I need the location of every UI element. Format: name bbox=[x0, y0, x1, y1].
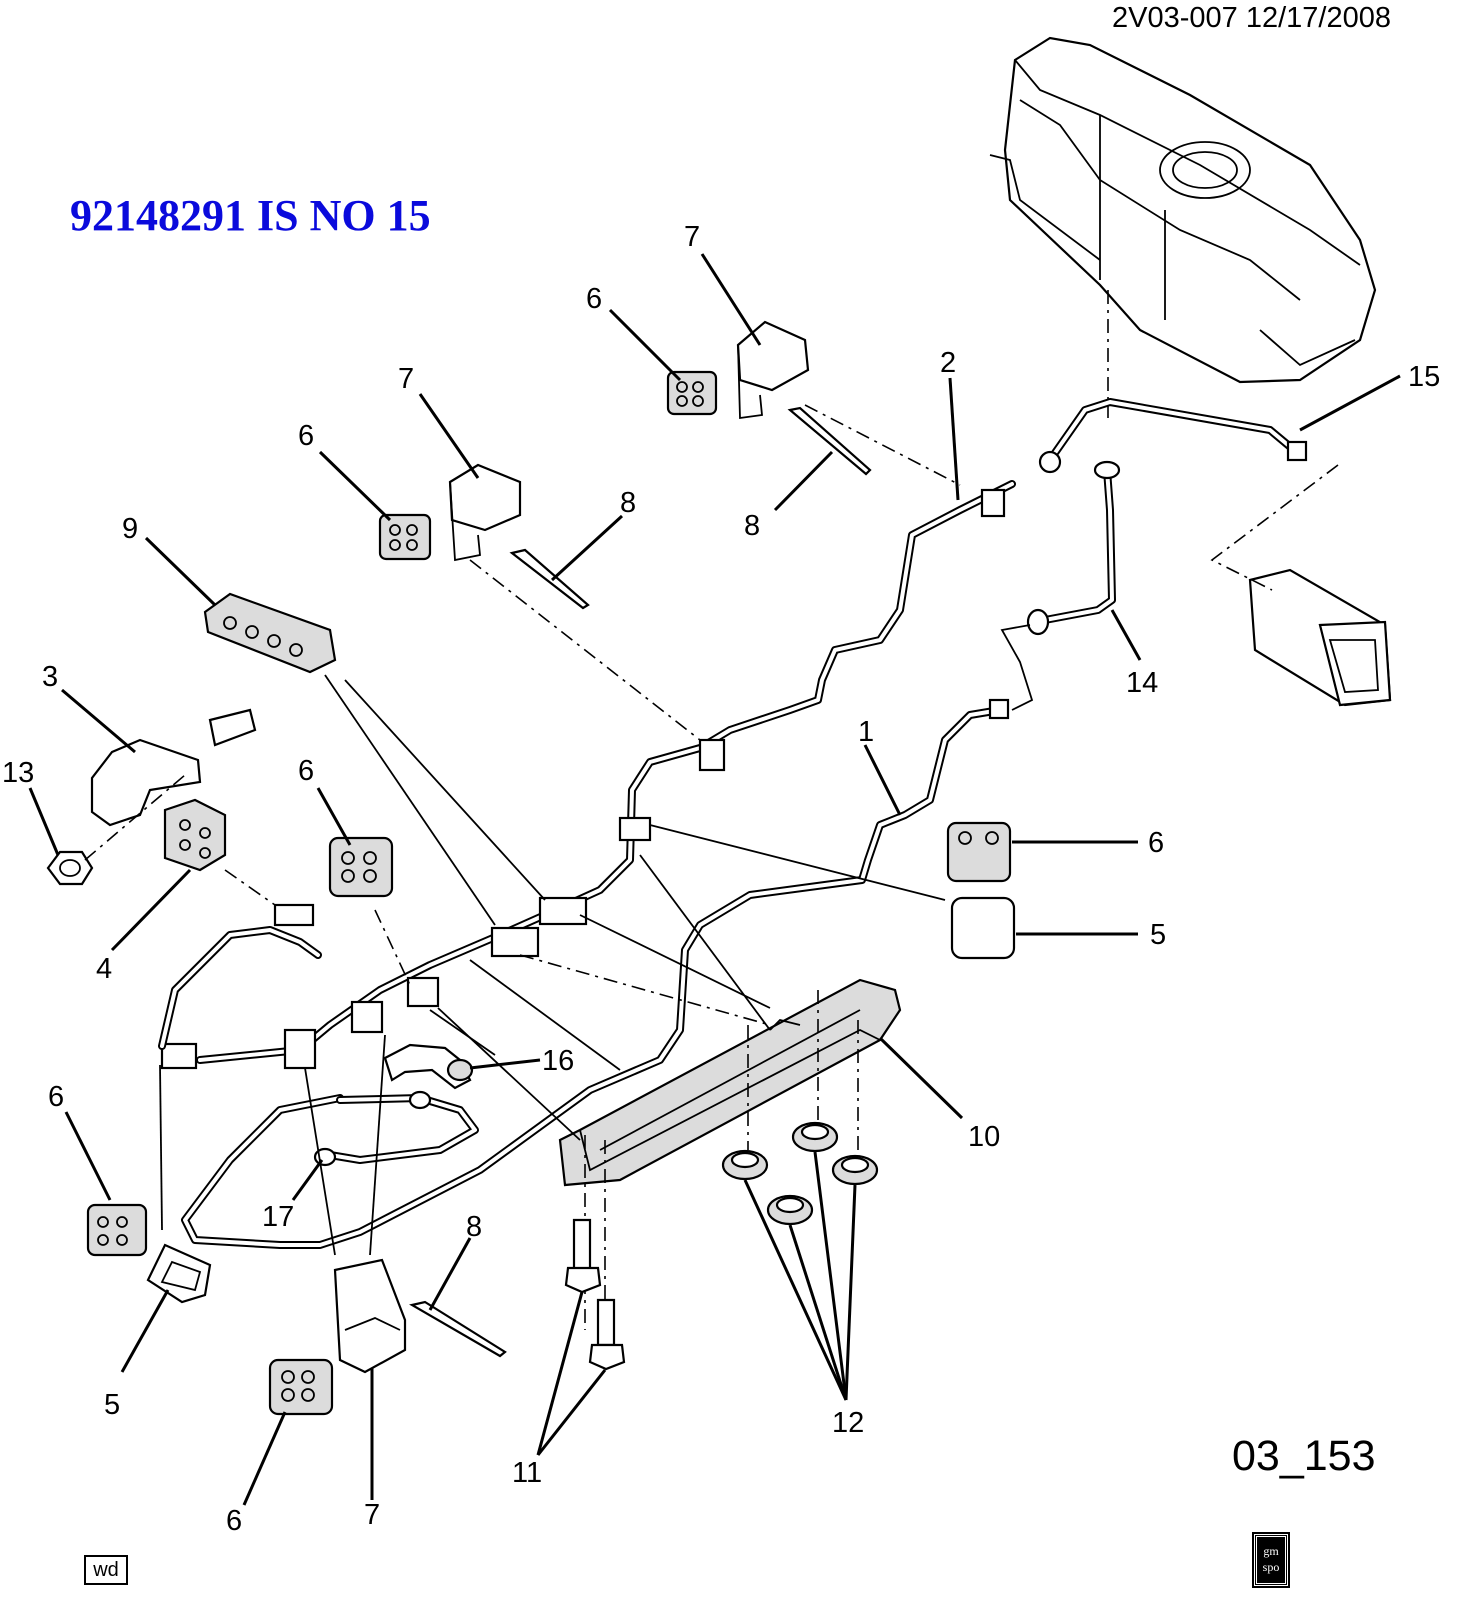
callout-17: 17 bbox=[262, 1201, 294, 1233]
callout-6-bottom: 6 bbox=[226, 1505, 242, 1537]
callout-2: 2 bbox=[940, 347, 956, 379]
callout-14: 14 bbox=[1126, 667, 1158, 699]
callout-7-top: 7 bbox=[684, 221, 700, 253]
document-id: 2V03-007 12/17/2008 bbox=[1112, 2, 1391, 34]
leader-lines bbox=[28, 253, 1401, 1506]
fuel-line-1-drawing bbox=[181, 624, 1034, 1249]
callout-8-upper: 8 bbox=[620, 487, 636, 519]
callout-6-middle: 6 bbox=[298, 755, 314, 787]
hose-17-drawing bbox=[313, 1090, 479, 1167]
callout-4: 4 bbox=[96, 953, 112, 985]
fuel-tank-drawing bbox=[989, 36, 1377, 418]
callout-8-bottom: 8 bbox=[466, 1211, 482, 1243]
callout-8-top: 8 bbox=[744, 510, 760, 542]
callout-6-upper: 6 bbox=[298, 420, 314, 452]
fasteners-drawing bbox=[564, 1121, 879, 1371]
gm-logo-text: gm bbox=[1263, 1544, 1279, 1558]
callout-5-right: 5 bbox=[1150, 919, 1166, 951]
crossmember-10-drawing bbox=[558, 978, 902, 1330]
callout-11: 11 bbox=[512, 1457, 542, 1489]
callout-16: 16 bbox=[542, 1045, 574, 1077]
callout-13: 13 bbox=[2, 757, 34, 789]
callout-6-right: 6 bbox=[1148, 827, 1164, 859]
clip-parts-drawing bbox=[46, 320, 1016, 1416]
callout-15: 15 bbox=[1408, 361, 1440, 393]
callout-5-bottom: 5 bbox=[104, 1389, 120, 1421]
lines-15-14-drawing bbox=[1026, 398, 1308, 636]
callout-6-top: 6 bbox=[586, 283, 602, 315]
callout-labels: 1 2 3 4 5 5 5 6 6 6 6 6 6 6 7 7 7 7 8 8 … bbox=[2, 221, 1440, 1537]
gm-spo-logo: gm spo bbox=[1252, 1532, 1290, 1588]
spo-logo-text: spo bbox=[1262, 1560, 1280, 1574]
canister-drawing bbox=[1210, 464, 1392, 707]
fuel-line-2-drawing bbox=[158, 480, 1016, 1070]
callout-9: 9 bbox=[122, 513, 138, 545]
callout-3: 3 bbox=[42, 661, 58, 693]
callout-7-upper: 7 bbox=[398, 363, 414, 395]
figure-number: 03_153 bbox=[1232, 1432, 1376, 1480]
wd-badge: wd bbox=[84, 1555, 128, 1585]
callout-10: 10 bbox=[968, 1121, 1000, 1153]
callout-7-bottom: 7 bbox=[364, 1499, 380, 1531]
callout-12: 12 bbox=[832, 1407, 864, 1439]
part-number-note: 92148291 IS NO 15 bbox=[70, 191, 431, 240]
callout-1: 1 bbox=[858, 716, 874, 748]
callout-6-left: 6 bbox=[48, 1081, 64, 1113]
